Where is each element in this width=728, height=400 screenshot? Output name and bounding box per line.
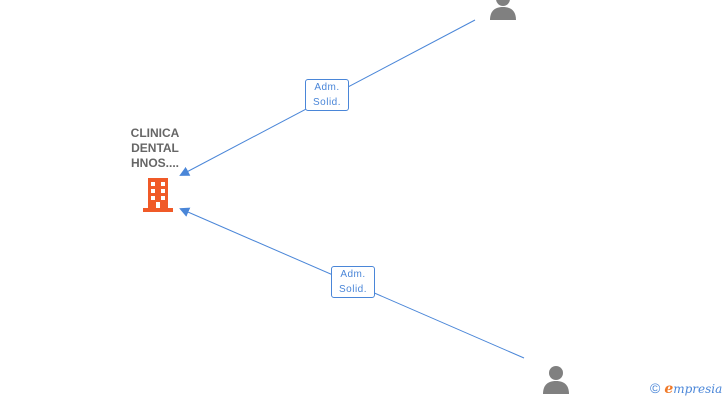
role-label-top[interactable]: Adm. Solid.: [305, 79, 349, 111]
brand-name: mpresia: [673, 382, 723, 396]
brand-initial: e: [664, 381, 674, 397]
building-icon[interactable]: [142, 178, 174, 212]
role-label-bottom[interactable]: Adm. Solid.: [331, 266, 375, 298]
person-icon[interactable]: [541, 364, 571, 394]
empresia-watermark[interactable]: ©empresia: [650, 380, 722, 397]
person-icon[interactable]: [488, 0, 518, 20]
role-line-2: Solid.: [312, 97, 341, 108]
company-name-line-2: DENTAL: [131, 141, 179, 155]
copyright-symbol: ©: [650, 380, 661, 396]
role-line-2: Solid.: [338, 284, 367, 295]
role-line-1: Adm.: [340, 269, 366, 280]
company-name-line-3: HNOS....: [130, 156, 179, 170]
company-name[interactable]: CLINICA DENTAL HNOS....: [110, 126, 200, 171]
role-line-1: Adm.: [314, 82, 340, 93]
company-name-line-1: CLINICA: [130, 126, 180, 140]
